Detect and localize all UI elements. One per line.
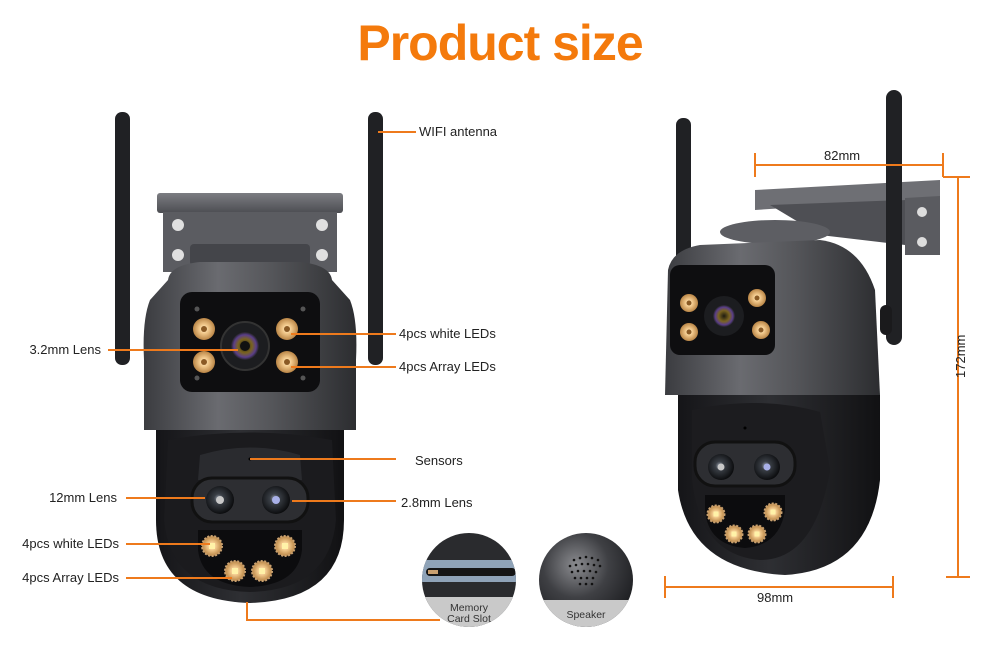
white-leds-bottom-label: 4pcs white LEDs — [22, 536, 119, 551]
callout-lines — [108, 131, 440, 621]
dimension-172mm: 172mm — [953, 334, 968, 378]
dimension-98mm: 98mm — [757, 590, 794, 605]
array-leds-bottom-label: 4pcs Array LEDs — [22, 570, 119, 585]
memory-card-slot-detail — [422, 533, 516, 627]
white-leds-top-label: 4pcs white LEDs — [399, 326, 496, 341]
lens-3-2mm-label: 3.2mm Lens — [29, 342, 101, 357]
wifi-antenna-label: WIFI antenna — [419, 124, 498, 139]
sensors-label: Sensors — [415, 453, 463, 468]
memory-label-line2: Card Slot — [447, 613, 491, 625]
dimension-82mm: 82mm — [824, 148, 861, 163]
dimension-lines — [664, 153, 970, 598]
page-title: Product size — [357, 15, 643, 71]
memory-label-line1: Memory — [450, 602, 489, 614]
lens-2-8mm-label: 2.8mm Lens — [401, 495, 473, 510]
lens-12mm-label: 12mm Lens — [49, 490, 117, 505]
front-camera — [115, 112, 383, 603]
speaker-label: Speaker — [566, 609, 606, 621]
side-camera — [665, 90, 940, 575]
array-leds-top-label: 4pcs Array LEDs — [399, 359, 496, 374]
speaker-detail — [539, 533, 633, 627]
